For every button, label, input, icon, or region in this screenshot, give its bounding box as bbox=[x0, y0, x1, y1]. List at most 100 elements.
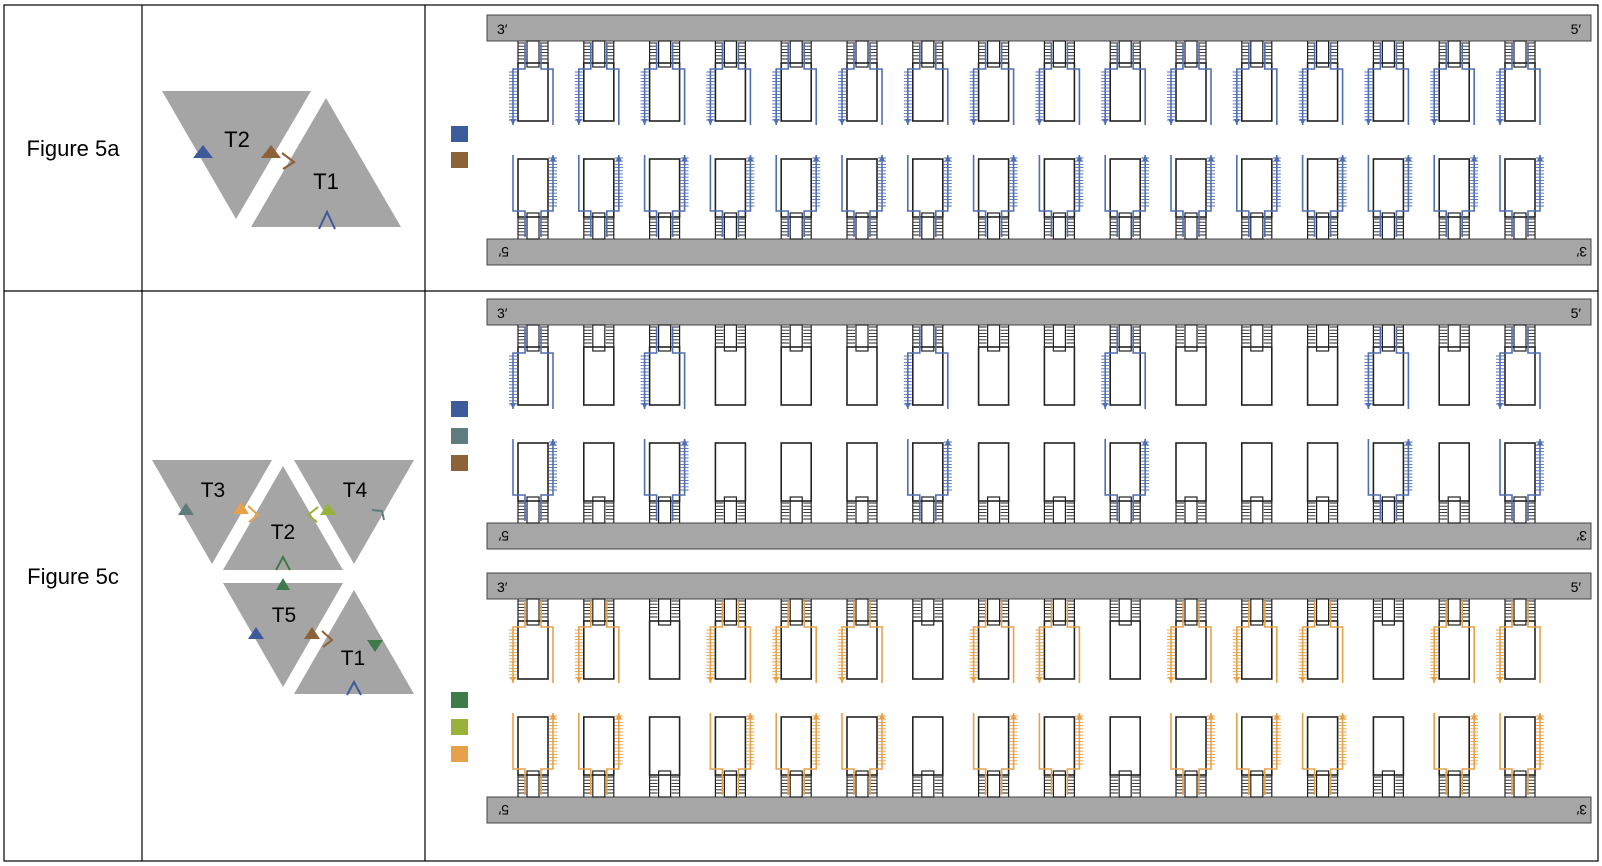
base-pair-ticks bbox=[1404, 441, 1413, 491]
strand-column bbox=[903, 40, 952, 240]
hairpin-strand bbox=[841, 43, 883, 125]
strand-arrowhead bbox=[510, 119, 516, 125]
base-pair-ticks bbox=[583, 42, 592, 60]
base-pair-ticks bbox=[1430, 71, 1439, 121]
base-pair-ticks bbox=[1536, 715, 1544, 765]
base-pair-ticks bbox=[1066, 600, 1075, 618]
stem bbox=[1118, 496, 1132, 524]
base-pair-ticks bbox=[1263, 502, 1272, 520]
stem bbox=[526, 40, 540, 68]
tile-t4-triangle bbox=[294, 460, 414, 564]
base-pair-ticks bbox=[1176, 502, 1184, 520]
tile-box bbox=[1175, 442, 1207, 502]
strand-column bbox=[714, 324, 747, 524]
base-pair-ticks bbox=[1110, 218, 1119, 236]
stem bbox=[855, 770, 869, 798]
base-pair-ticks bbox=[1307, 776, 1316, 794]
hairpin-strand bbox=[1499, 43, 1541, 125]
tile-t4-green-marker bbox=[320, 503, 336, 515]
base-pair-ticks bbox=[934, 502, 943, 520]
tile-t1-brown-notch bbox=[281, 152, 296, 170]
base-pair-ticks bbox=[847, 42, 855, 60]
base-pair-ticks bbox=[1307, 326, 1316, 344]
base-pair-ticks bbox=[847, 218, 855, 236]
stem bbox=[1052, 496, 1067, 524]
strand-column bbox=[1364, 40, 1413, 240]
stem bbox=[723, 770, 738, 798]
top-strand-left-end-label: 3′ bbox=[497, 579, 508, 595]
base-pair-ticks bbox=[1066, 776, 1075, 794]
base-pair-ticks bbox=[912, 326, 921, 344]
tile-box bbox=[911, 716, 944, 776]
hairpin-strand bbox=[775, 713, 817, 795]
top-strand-right-end-label: 5′ bbox=[1571, 305, 1582, 321]
hairpin-strand bbox=[709, 713, 752, 795]
strand-arrowhead bbox=[1497, 403, 1503, 409]
base-pair-ticks bbox=[680, 157, 689, 207]
base-pair-ticks bbox=[1536, 157, 1544, 207]
stem bbox=[592, 598, 606, 626]
tile-box bbox=[714, 346, 747, 406]
table-grid bbox=[3, 4, 1599, 862]
base-pair-ticks bbox=[1101, 355, 1110, 405]
stem bbox=[657, 770, 672, 798]
strand-column bbox=[706, 598, 755, 798]
base-pair-ticks bbox=[1505, 776, 1513, 794]
base-pair-ticks bbox=[1141, 157, 1150, 207]
tile-box bbox=[780, 346, 813, 406]
stem bbox=[1315, 770, 1330, 798]
strand-arrowhead bbox=[575, 119, 582, 125]
base-pair-ticks bbox=[1110, 42, 1119, 60]
hairpin-strand bbox=[907, 43, 949, 125]
stem bbox=[986, 212, 1001, 240]
base-pair-ticks bbox=[1110, 502, 1119, 520]
base-pair-ticks bbox=[1329, 42, 1338, 60]
tile-box bbox=[846, 620, 878, 680]
tile-box bbox=[648, 442, 681, 502]
base-pair-ticks bbox=[1035, 71, 1044, 121]
stem bbox=[526, 212, 540, 240]
stem bbox=[921, 598, 935, 626]
tile-box bbox=[517, 442, 549, 502]
tile-box bbox=[582, 158, 615, 218]
base-pair-ticks bbox=[869, 776, 877, 794]
strand-arrowhead bbox=[1168, 119, 1174, 125]
base-pair-ticks bbox=[614, 157, 623, 207]
top-strand-right-end-label: 5′ bbox=[1571, 21, 1582, 37]
strand-column bbox=[640, 40, 689, 240]
stem bbox=[1447, 324, 1461, 352]
hairpin-strand bbox=[1170, 601, 1212, 683]
base-pair-ticks bbox=[1536, 441, 1544, 491]
base-pair-ticks bbox=[1505, 502, 1513, 520]
base-pair-ticks bbox=[1373, 776, 1382, 794]
strand-column bbox=[1232, 40, 1281, 240]
strand-column bbox=[1101, 324, 1150, 524]
stem bbox=[1052, 212, 1067, 240]
hairpin-strand bbox=[643, 43, 686, 125]
stem bbox=[526, 324, 540, 352]
base-pair-ticks bbox=[912, 600, 921, 618]
strand-arrowhead bbox=[510, 403, 516, 409]
base-pair-ticks bbox=[1066, 218, 1075, 236]
stem bbox=[921, 770, 935, 798]
strand-column bbox=[509, 598, 557, 798]
base-pair-ticks bbox=[583, 218, 592, 236]
base-pair-ticks bbox=[934, 42, 943, 60]
base-pair-ticks bbox=[1132, 776, 1141, 794]
stem bbox=[1513, 212, 1527, 240]
bottom-strand-right-end-label: 3′ bbox=[1576, 244, 1587, 260]
base-pair-ticks bbox=[978, 326, 987, 344]
hairpin-strand bbox=[1038, 43, 1081, 125]
strand-arrowhead bbox=[773, 677, 780, 683]
base-pair-ticks bbox=[1329, 502, 1338, 520]
tile-box bbox=[1504, 442, 1536, 502]
base-pair-ticks bbox=[1496, 355, 1504, 405]
base-pair-ticks bbox=[1461, 218, 1470, 236]
strand-panel-5a: 3′5′5′3′ bbox=[486, 14, 1592, 266]
base-pair-ticks bbox=[1232, 629, 1241, 679]
tile-box bbox=[780, 442, 813, 502]
base-pair-ticks bbox=[583, 600, 592, 618]
base-pair-ticks bbox=[1461, 776, 1470, 794]
base-pair-ticks bbox=[715, 776, 724, 794]
hairpin-strand bbox=[1236, 155, 1278, 237]
